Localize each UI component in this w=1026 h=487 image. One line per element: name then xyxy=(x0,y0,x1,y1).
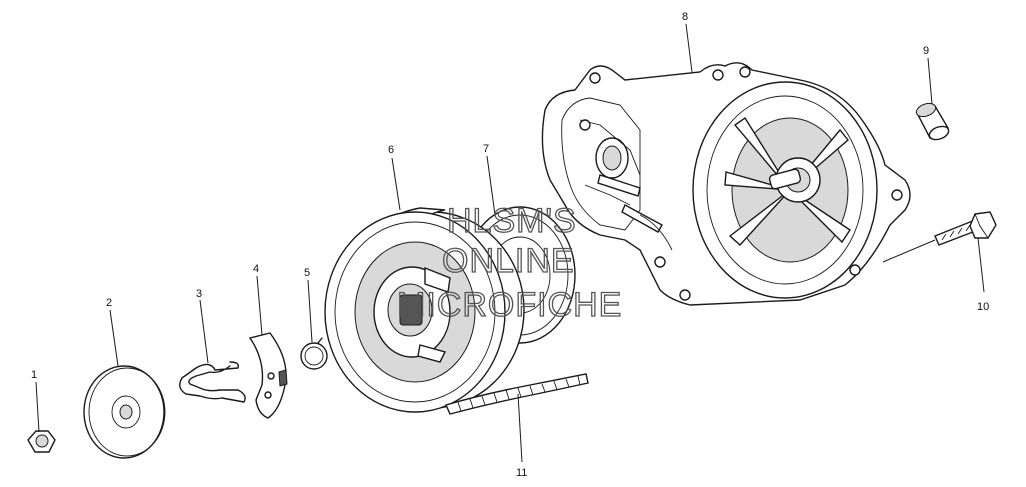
part-1-nut xyxy=(27,430,56,453)
part-6-pulley xyxy=(324,207,525,413)
callout-6: 6 xyxy=(388,144,394,156)
callout-labels: 1 2 3 4 5 6 7 8 9 10 11 xyxy=(31,11,989,479)
leader-lines xyxy=(35,23,985,463)
callout-11: 11 xyxy=(516,467,527,479)
part-5-spring-clip xyxy=(300,337,328,370)
callout-9: 9 xyxy=(923,45,929,57)
part-10-bolt xyxy=(934,211,997,246)
callout-1: 1 xyxy=(31,369,37,381)
callout-7: 7 xyxy=(483,143,489,155)
callout-5: 5 xyxy=(304,267,310,279)
watermark: HLSM'S ONLINE MICROFICHE xyxy=(396,201,622,324)
part-11-rope xyxy=(445,373,589,415)
watermark-line-3: MICROFICHE xyxy=(397,286,622,324)
watermark-line-2: ONLINE xyxy=(442,242,575,280)
part-3-wire-clip xyxy=(179,361,246,403)
callout-3: 3 xyxy=(196,288,202,300)
callout-10: 10 xyxy=(977,301,989,313)
watermark-line-1: HLSM'S xyxy=(447,202,577,240)
part-4-pawl xyxy=(248,332,288,419)
callout-8: 8 xyxy=(682,11,688,23)
part-8-housing xyxy=(541,62,911,306)
callout-2: 2 xyxy=(106,297,112,309)
callout-4: 4 xyxy=(253,263,259,275)
part-2-plate xyxy=(83,365,166,459)
part-9-bushing xyxy=(915,102,950,141)
